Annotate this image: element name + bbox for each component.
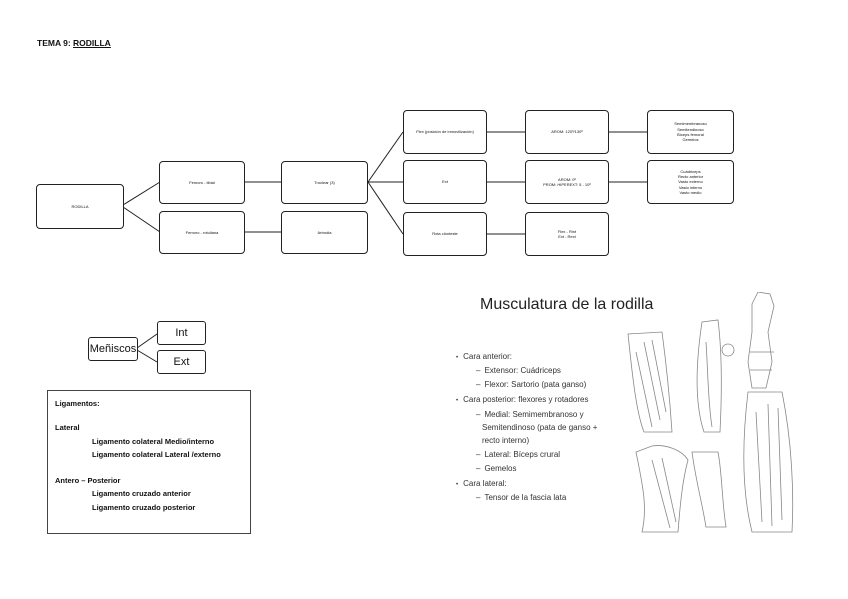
slide-list-item: –Extensor: Cuádriceps xyxy=(476,366,561,375)
slide-list-item-text: Medial: Semimembranoso y xyxy=(484,410,584,419)
dash-marker: – xyxy=(476,450,481,459)
slide-list-item: Semitendinoso (pata de ganso + xyxy=(482,423,597,432)
slide-list-item: • Cara lateral: xyxy=(456,479,507,488)
bullet-marker: • xyxy=(456,355,459,361)
slide-list-item-text: Extensor: Cuádriceps xyxy=(484,366,561,375)
slide-title: Musculatura de la rodilla xyxy=(480,296,654,313)
slide-list-item: • Cara anterior: xyxy=(456,352,512,361)
slide-list-item: –Flexor: Sartorio (pata ganso) xyxy=(476,380,586,389)
slide-list-item-text: Flexor: Sartorio (pata ganso) xyxy=(484,380,587,389)
thigh-side-drawing xyxy=(696,319,722,433)
title-prefix: TEMA 9: xyxy=(37,38,74,48)
connector-line xyxy=(136,349,158,363)
node-ext: Ext xyxy=(403,160,487,204)
node-rotacion: Rota ciónteste xyxy=(403,212,487,256)
ligamento-item: Ligamento colateral Lateral /externo xyxy=(92,450,221,459)
ligamentos-box: Ligamentos: Lateral Ligamento colateral … xyxy=(47,390,251,534)
bullet-marker: • xyxy=(456,398,459,404)
ligamento-item: Ligamento colateral Medio/interno xyxy=(92,437,215,446)
knee-lower-drawing xyxy=(635,445,689,533)
dash-marker: – xyxy=(476,380,481,389)
bullet-marker: • xyxy=(456,482,459,488)
node-flex: Flex (posición de inmovilización) xyxy=(403,110,487,154)
slide-list-item: –Tensor de la fascia lata xyxy=(476,493,566,502)
node-troclear: Troclear (3) xyxy=(281,161,368,204)
meniscos-node: Meñiscos xyxy=(88,337,138,361)
slide-list-item-text: Semitendinoso (pata de ganso + xyxy=(482,423,598,432)
skeleton-drawing xyxy=(747,292,775,389)
connector-line xyxy=(122,206,161,233)
ligamento-item: Ligamento cruzado anterior xyxy=(92,489,191,498)
slide-list-item-text: Cara anterior: xyxy=(463,352,513,361)
posterior-thigh-drawing xyxy=(743,391,794,533)
ligamento-item: Ligamento cruzado posterior xyxy=(92,503,196,512)
slide-list-item-text: Cara posterior: flexores y rotadores xyxy=(463,395,589,404)
page-title: TEMA 9: RODILLA xyxy=(37,38,111,48)
thigh-front-drawing xyxy=(627,331,673,433)
node-root: RODILLA xyxy=(36,184,124,229)
slide-list-item-text: Lateral: Bíceps crural xyxy=(484,450,561,459)
slide-list-item-text: recto interno) xyxy=(482,436,530,445)
dash-marker: – xyxy=(476,410,481,419)
ligamentos-heading: Ligamentos: xyxy=(55,399,100,408)
slide-list-item: –Lateral: Bíceps crural xyxy=(476,450,560,459)
dash-marker: – xyxy=(476,464,481,473)
knee-muscles-illustration xyxy=(627,292,794,533)
connector-line xyxy=(367,131,404,183)
menisco-ext-node: Ext xyxy=(157,350,206,374)
node-artrodia: Artrodia xyxy=(281,211,368,254)
menisco-int-node: Int xyxy=(157,321,206,345)
slide-list-item: –Gemelos xyxy=(476,464,516,473)
slide-list-item: –Medial: Semimembranoso y xyxy=(476,410,584,419)
dash-marker: – xyxy=(476,366,481,375)
node-arom-flex: AROM: 120º/130º xyxy=(525,110,609,154)
node-femoro-rotuliana: Femoro - rotuliana xyxy=(159,211,245,254)
lateral-heading: Lateral xyxy=(55,423,80,432)
slide-list-item-text: Gemelos xyxy=(484,464,517,473)
connector-line xyxy=(122,181,161,206)
slide-list-item: • Cara posterior: flexores y rotadores xyxy=(456,395,589,404)
title-subject: RODILLA xyxy=(73,38,111,48)
slide-list-item-text: Tensor de la fascia lata xyxy=(484,493,567,502)
antero-posterior-heading: Antero – Posterior xyxy=(55,476,121,485)
connector-line xyxy=(367,181,404,235)
slide-list-item: recto interno) xyxy=(482,436,529,445)
node-femoro-tibial: Femoro - tibial xyxy=(159,161,245,204)
dash-marker: – xyxy=(476,493,481,502)
slide-list-item-text: Cara lateral: xyxy=(463,479,507,488)
connector-line xyxy=(136,333,158,349)
